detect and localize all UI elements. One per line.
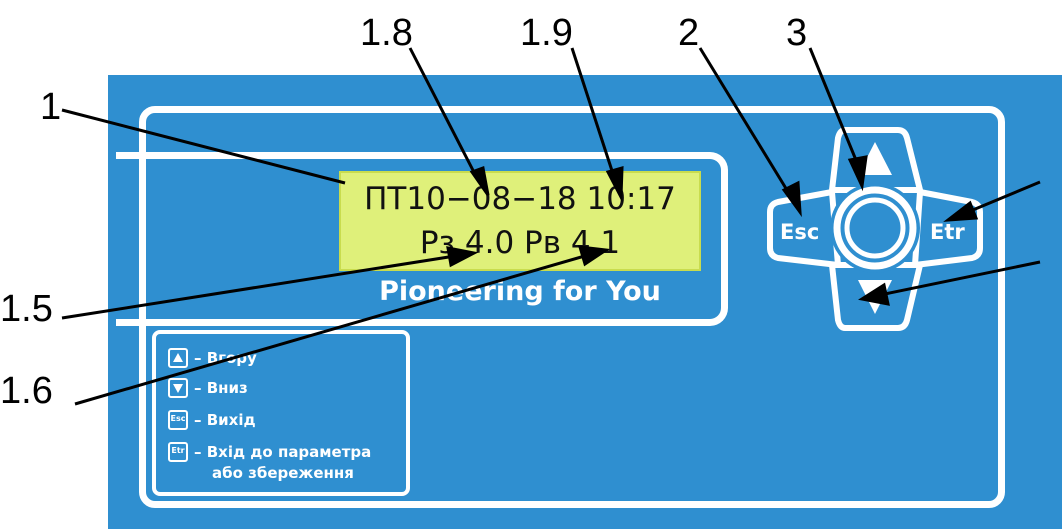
esc-key-icon: Esc — [168, 410, 188, 430]
center-ring — [833, 186, 917, 270]
keys-legend: – Вгору – Вниз Esc– Вихід Etr– Вхід до п… — [152, 330, 410, 496]
brand-slogan: Pioneering for You — [379, 276, 661, 307]
callout-1-6: 1.6 — [0, 370, 53, 412]
callout-3: 3 — [786, 12, 808, 54]
legend-up: – Вгору — [168, 348, 257, 368]
callout-1-8: 1.8 — [360, 12, 413, 54]
lcd-display: ПТ10−08−18 10:17 Рз 4.0 Рв 4.1 — [339, 171, 701, 271]
legend-exit: Esc– Вихід — [168, 410, 256, 430]
lcd-line-datetime: ПТ10−08−18 10:17 — [364, 181, 676, 217]
down-key-icon — [168, 378, 188, 398]
esc-label: Esc — [780, 220, 820, 244]
callout-1-5: 1.5 — [0, 288, 53, 330]
callout-1: 1 — [40, 86, 62, 128]
callout-1-9: 1.9 — [520, 12, 573, 54]
etr-key-icon: Etr — [168, 442, 188, 462]
legend-enter: Etr– Вхід до параметра — [168, 442, 371, 462]
legend-down: – Вниз — [168, 378, 248, 398]
legend-enter-line2: або збереження — [212, 464, 354, 482]
lcd-line-pressures: Рз 4.0 Рв 4.1 — [419, 225, 621, 261]
callout-2: 2 — [678, 12, 700, 54]
etr-label: Etr — [930, 220, 965, 244]
up-key-icon — [168, 348, 188, 368]
